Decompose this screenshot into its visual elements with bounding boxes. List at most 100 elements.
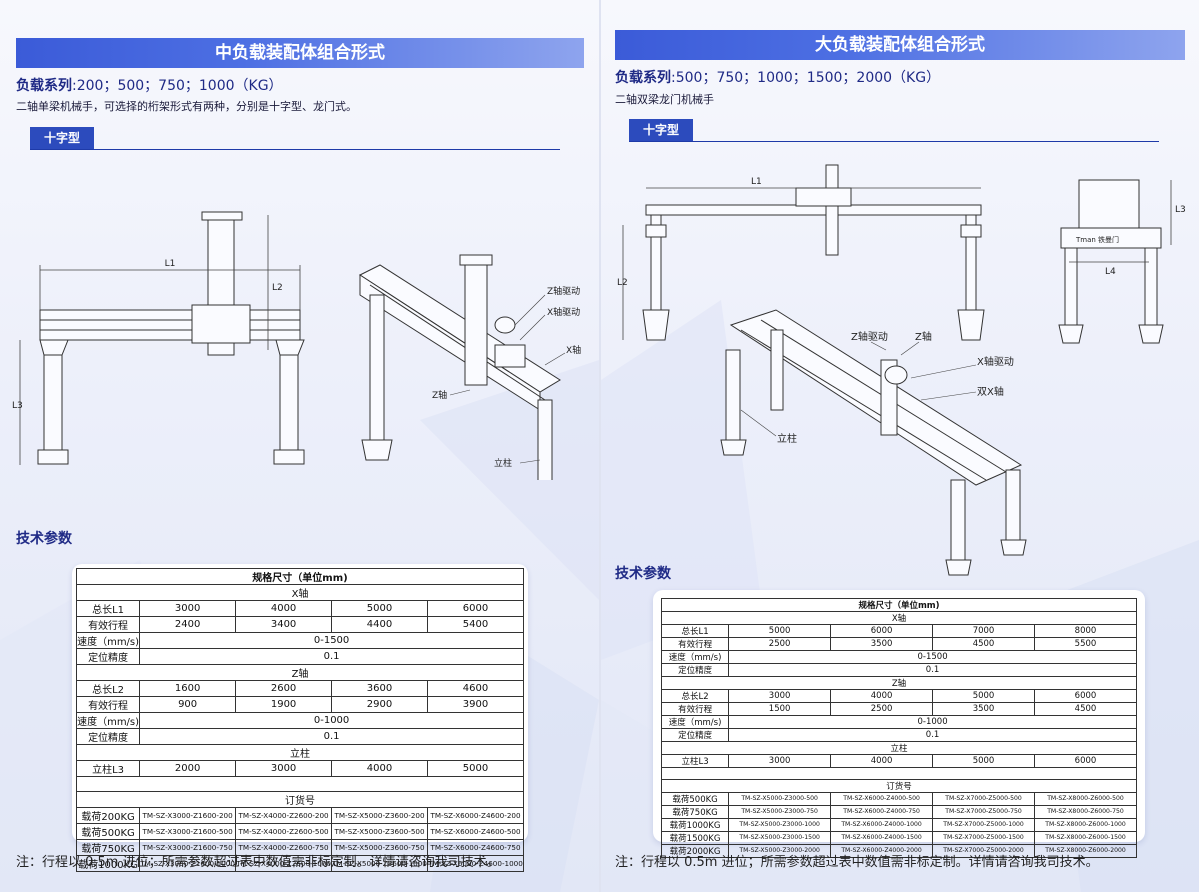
panel-divider — [599, 0, 601, 892]
table-row: 规格尺寸（单位mm) — [76, 568, 524, 585]
row-label: 载荷500KG — [75, 822, 141, 840]
order-number: TM-SZ-X3000-Z1600-200 — [139, 806, 237, 824]
table-cell: 3900 — [427, 696, 524, 713]
table-row: 立柱 — [76, 744, 524, 761]
row-label: 定位精度 — [75, 648, 141, 665]
order-number: TM-SZ-X8000-Z6000-1000 — [1034, 817, 1137, 832]
table-cell: 1900 — [235, 696, 333, 713]
section-header: X轴 — [76, 584, 524, 601]
blank-row — [76, 776, 524, 792]
table-row: X轴 — [76, 584, 524, 601]
order-number: TM-SZ-X6000-Z4000-750 — [830, 804, 934, 819]
order-number: TM-SZ-X5000-Z3000-1000 — [728, 817, 832, 832]
order-number: TM-SZ-X3000-Z1600-1000 — [139, 854, 237, 872]
label-l3: L3 — [12, 401, 23, 411]
table-cell: 5000 — [932, 754, 1035, 768]
table-cell: 3000 — [728, 754, 832, 768]
label-z-drive: Z轴驱动 — [547, 285, 580, 297]
row-label: 立柱L3 — [660, 754, 730, 768]
table-cell: 4500 — [1034, 702, 1137, 716]
table-row: Z轴 — [661, 676, 1137, 690]
table-row — [76, 776, 524, 792]
load-series-label: 负载系列 — [16, 78, 72, 94]
table-cell: 2500 — [830, 702, 934, 716]
table-cell: 3000 — [728, 689, 832, 703]
table-cell: 4000 — [235, 600, 333, 617]
table-cell: 900 — [139, 696, 237, 713]
row-label: 有效行程 — [660, 637, 730, 651]
order-number: TM-SZ-X8000-Z6000-2000 — [1034, 843, 1137, 858]
left-panel: 中负载装配体组合形式 负载系列:200；500；750；1000（KG） 二轴单… — [0, 0, 599, 892]
table-row: 订货号 — [76, 790, 524, 808]
table-cell: 4000 — [830, 689, 934, 703]
order-number: TM-SZ-X5000-Z3600-500 — [331, 822, 428, 840]
table-cell: 5000 — [932, 689, 1035, 703]
table-cell: 3000 — [235, 760, 333, 777]
table-row: 规格尺寸（单位mm) — [661, 598, 1137, 612]
table-cell: 6000 — [830, 624, 934, 638]
row-label: 速度（mm/s) — [75, 632, 141, 649]
row-label: 总长L2 — [75, 680, 141, 697]
table-cell: 6000 — [1034, 754, 1137, 768]
table-cell: 5000 — [331, 600, 428, 617]
table-cell: 0-1000 — [728, 715, 1137, 729]
order-number: TM-SZ-X5000-Z3000-1500 — [728, 830, 832, 845]
right-panel: 大负载装配体组合形式 负载系列:500；750；1000；1500；2000（K… — [601, 0, 1199, 892]
order-number: TM-SZ-X5000-Z3000-500 — [728, 791, 832, 806]
section-header: 订货号 — [76, 790, 524, 808]
table-cell: 0-1500 — [728, 650, 1137, 664]
table-row: 订货号 — [661, 778, 1137, 793]
row-label: 有效行程 — [660, 702, 730, 716]
table-cell: 1600 — [139, 680, 237, 697]
row-label: 总长L1 — [660, 624, 730, 638]
load-series-values: :500；750；1000；1500；2000（KG） — [671, 70, 941, 86]
table-cell: 5500 — [1034, 637, 1137, 651]
row-label: 载荷1000KG — [660, 817, 730, 832]
order-number: TM-SZ-X5000-Z3600-200 — [331, 806, 428, 824]
order-number: TM-SZ-X8000-Z6000-750 — [1034, 804, 1137, 819]
row-label: 定位精度 — [660, 728, 730, 742]
description: 二轴双梁龙门机械手 — [615, 93, 714, 106]
table-cell: 2400 — [139, 616, 237, 633]
tag-underline — [629, 141, 1159, 142]
order-number: TM-SZ-X7000-Z5000-750 — [932, 804, 1035, 819]
order-number: TM-SZ-X7000-Z5000-1500 — [932, 830, 1035, 845]
table-row — [661, 767, 1137, 780]
label-z-axis: Z轴 — [432, 389, 447, 401]
label-l1: L1 — [165, 259, 176, 269]
section-header: 订货号 — [661, 778, 1137, 793]
label-l2: L2 — [617, 278, 628, 288]
table-cell: 0.1 — [139, 728, 524, 745]
section-title: 中负载装配体组合形式 — [16, 38, 584, 68]
table-cell: 3600 — [331, 680, 428, 697]
footnote: 注：行程以 0.5m 进位；所需参数超过表中数值需非标定制。详情请咨询我司技术。 — [615, 855, 1099, 870]
table-cell: 4000 — [331, 760, 428, 777]
table-cell: 0.1 — [728, 728, 1137, 742]
row-label: 载荷2000KG — [660, 843, 730, 858]
row-label: 总长L1 — [75, 600, 141, 617]
table-cell: 2000 — [139, 760, 237, 777]
table-cell: 4500 — [932, 637, 1035, 651]
footnote: 注：行程以 0.5m 进位；所需参数超过表中数值需非标定制。详情请咨询我司技术。 — [16, 855, 500, 870]
brand-mark: Tman 铁曼门 — [1075, 235, 1119, 244]
row-label: 载荷1000KG — [75, 854, 141, 872]
label-x-drive: X轴驱动 — [547, 306, 580, 318]
order-number: TM-SZ-X6000-Z4600-200 — [427, 806, 524, 824]
table-row: 立柱 — [661, 741, 1137, 755]
label-l3: L3 — [1175, 205, 1186, 215]
section-header: Z轴 — [661, 676, 1137, 690]
table-row: Z轴 — [76, 664, 524, 681]
type-tag: 十字型 — [30, 127, 95, 149]
